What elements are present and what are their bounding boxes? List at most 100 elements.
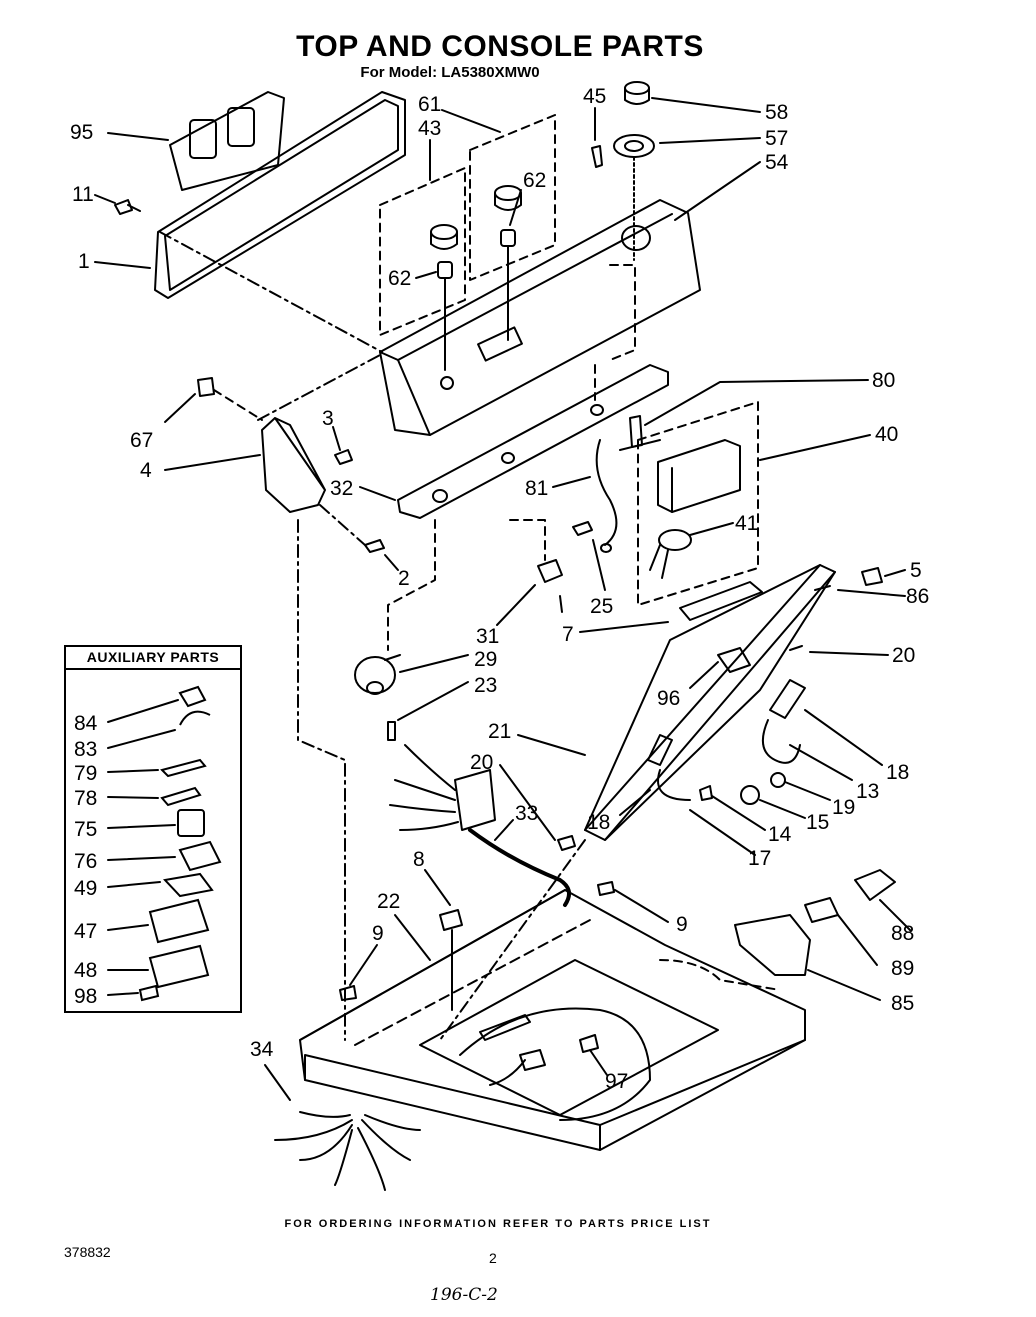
inner-connector — [519, 1049, 546, 1071]
callout-13: 13 — [856, 780, 880, 803]
part-5-bumper — [861, 567, 883, 586]
leader-79 — [107, 769, 159, 773]
handwritten-note: 196-C-2 — [430, 1285, 498, 1305]
aux-47 — [148, 898, 210, 944]
callout-79: 79 — [74, 762, 98, 785]
callout-20-left: 20 — [470, 751, 494, 774]
callout-21: 21 — [488, 720, 512, 743]
knob-left — [430, 224, 458, 371]
leader-83 — [107, 729, 176, 749]
callout-22: 22 — [377, 890, 401, 913]
callout-20-right: 20 — [892, 644, 916, 667]
part-4-end-cap — [261, 417, 326, 513]
part-18-switch-a — [769, 679, 806, 719]
part-11-screw — [114, 199, 141, 215]
aux-48 — [148, 944, 210, 989]
part-45-screw — [591, 145, 603, 168]
callout-86: 86 — [906, 585, 930, 608]
callout-97: 97 — [605, 1070, 629, 1093]
leader-21 — [517, 734, 586, 756]
callout-78: 78 — [74, 787, 98, 810]
callout-7: 7 — [562, 623, 574, 646]
callout-57: 57 — [765, 127, 789, 150]
leader-25 — [592, 539, 606, 591]
leader-14 — [711, 795, 766, 831]
part-97-screw — [579, 1034, 599, 1053]
box-43 — [379, 167, 466, 336]
part-2-screw — [364, 539, 385, 553]
aux-76 — [178, 840, 222, 872]
part-58-knob — [624, 81, 650, 105]
callout-81: 81 — [525, 477, 549, 500]
callout-67: 67 — [130, 429, 154, 452]
callout-9-right: 9 — [676, 913, 688, 936]
callout-43: 43 — [418, 117, 442, 140]
callout-41: 41 — [735, 512, 759, 535]
callout-1: 1 — [78, 250, 90, 273]
callout-32: 32 — [330, 477, 354, 500]
callout-18-left: 18 — [587, 811, 611, 834]
leader-23 — [397, 681, 469, 721]
leader-98 — [107, 992, 139, 996]
part-33-harness — [389, 744, 571, 907]
leader-11 — [94, 194, 116, 204]
page-number: 2 — [489, 1250, 497, 1266]
document-number: 378832 — [64, 1244, 111, 1260]
part-7-lid-trim — [679, 581, 763, 621]
callout-83: 83 — [74, 738, 98, 761]
leader-20b — [499, 764, 556, 841]
callout-2: 2 — [398, 567, 410, 590]
callout-62-left: 62 — [388, 267, 412, 290]
part-85-dispenser — [734, 914, 811, 976]
callout-47: 47 — [74, 920, 98, 943]
leader-18b — [619, 789, 651, 816]
leader-97 — [589, 1049, 608, 1076]
part-9-clip-b — [339, 985, 357, 1001]
leader-89 — [837, 914, 878, 966]
callout-45: 45 — [583, 85, 607, 108]
leader-17 — [689, 809, 756, 856]
leader-96 — [689, 661, 719, 689]
leader-62b — [509, 189, 522, 226]
callout-89: 89 — [891, 957, 915, 980]
leader-54 — [674, 161, 761, 221]
callout-34: 34 — [250, 1038, 274, 1061]
part-32-bracket — [397, 364, 669, 519]
part-95-panel-insert — [169, 91, 285, 191]
part-96-latch — [717, 647, 751, 673]
leader-61 — [441, 109, 501, 133]
part-22-main-top — [299, 889, 806, 1151]
callout-33: 33 — [515, 802, 539, 825]
callout-76: 76 — [74, 850, 98, 873]
leader-33 — [494, 819, 514, 841]
leader-76 — [107, 856, 176, 861]
part-9-clip-a — [597, 881, 615, 896]
part-19-socket — [770, 772, 786, 788]
part-1-frame — [154, 91, 406, 299]
callout-18-right: 18 — [886, 761, 910, 784]
auxiliary-parts-title: AUXILIARY PARTS — [64, 646, 242, 670]
callout-14: 14 — [768, 823, 792, 846]
callout-11: 11 — [72, 183, 94, 206]
callout-8: 8 — [413, 848, 425, 871]
part-81-wire — [595, 439, 618, 546]
part-31-clip — [537, 559, 563, 583]
callout-5: 5 — [910, 559, 922, 582]
leader-80 — [644, 379, 869, 426]
part-17-wire — [657, 769, 691, 801]
leader-9a — [614, 889, 669, 923]
leader-34 — [264, 1064, 291, 1101]
part-80-switch — [629, 415, 643, 448]
callout-23: 23 — [474, 674, 498, 697]
leader-40 — [759, 434, 871, 461]
callout-96: 96 — [657, 687, 681, 710]
part-57-ring — [613, 134, 655, 158]
aux-49 — [162, 872, 214, 898]
leader-32 — [359, 486, 396, 501]
callout-48: 48 — [74, 959, 98, 982]
callout-85: 85 — [891, 992, 915, 1015]
leader-13 — [789, 744, 853, 781]
callout-19: 19 — [832, 796, 856, 819]
leader-86 — [837, 589, 906, 597]
